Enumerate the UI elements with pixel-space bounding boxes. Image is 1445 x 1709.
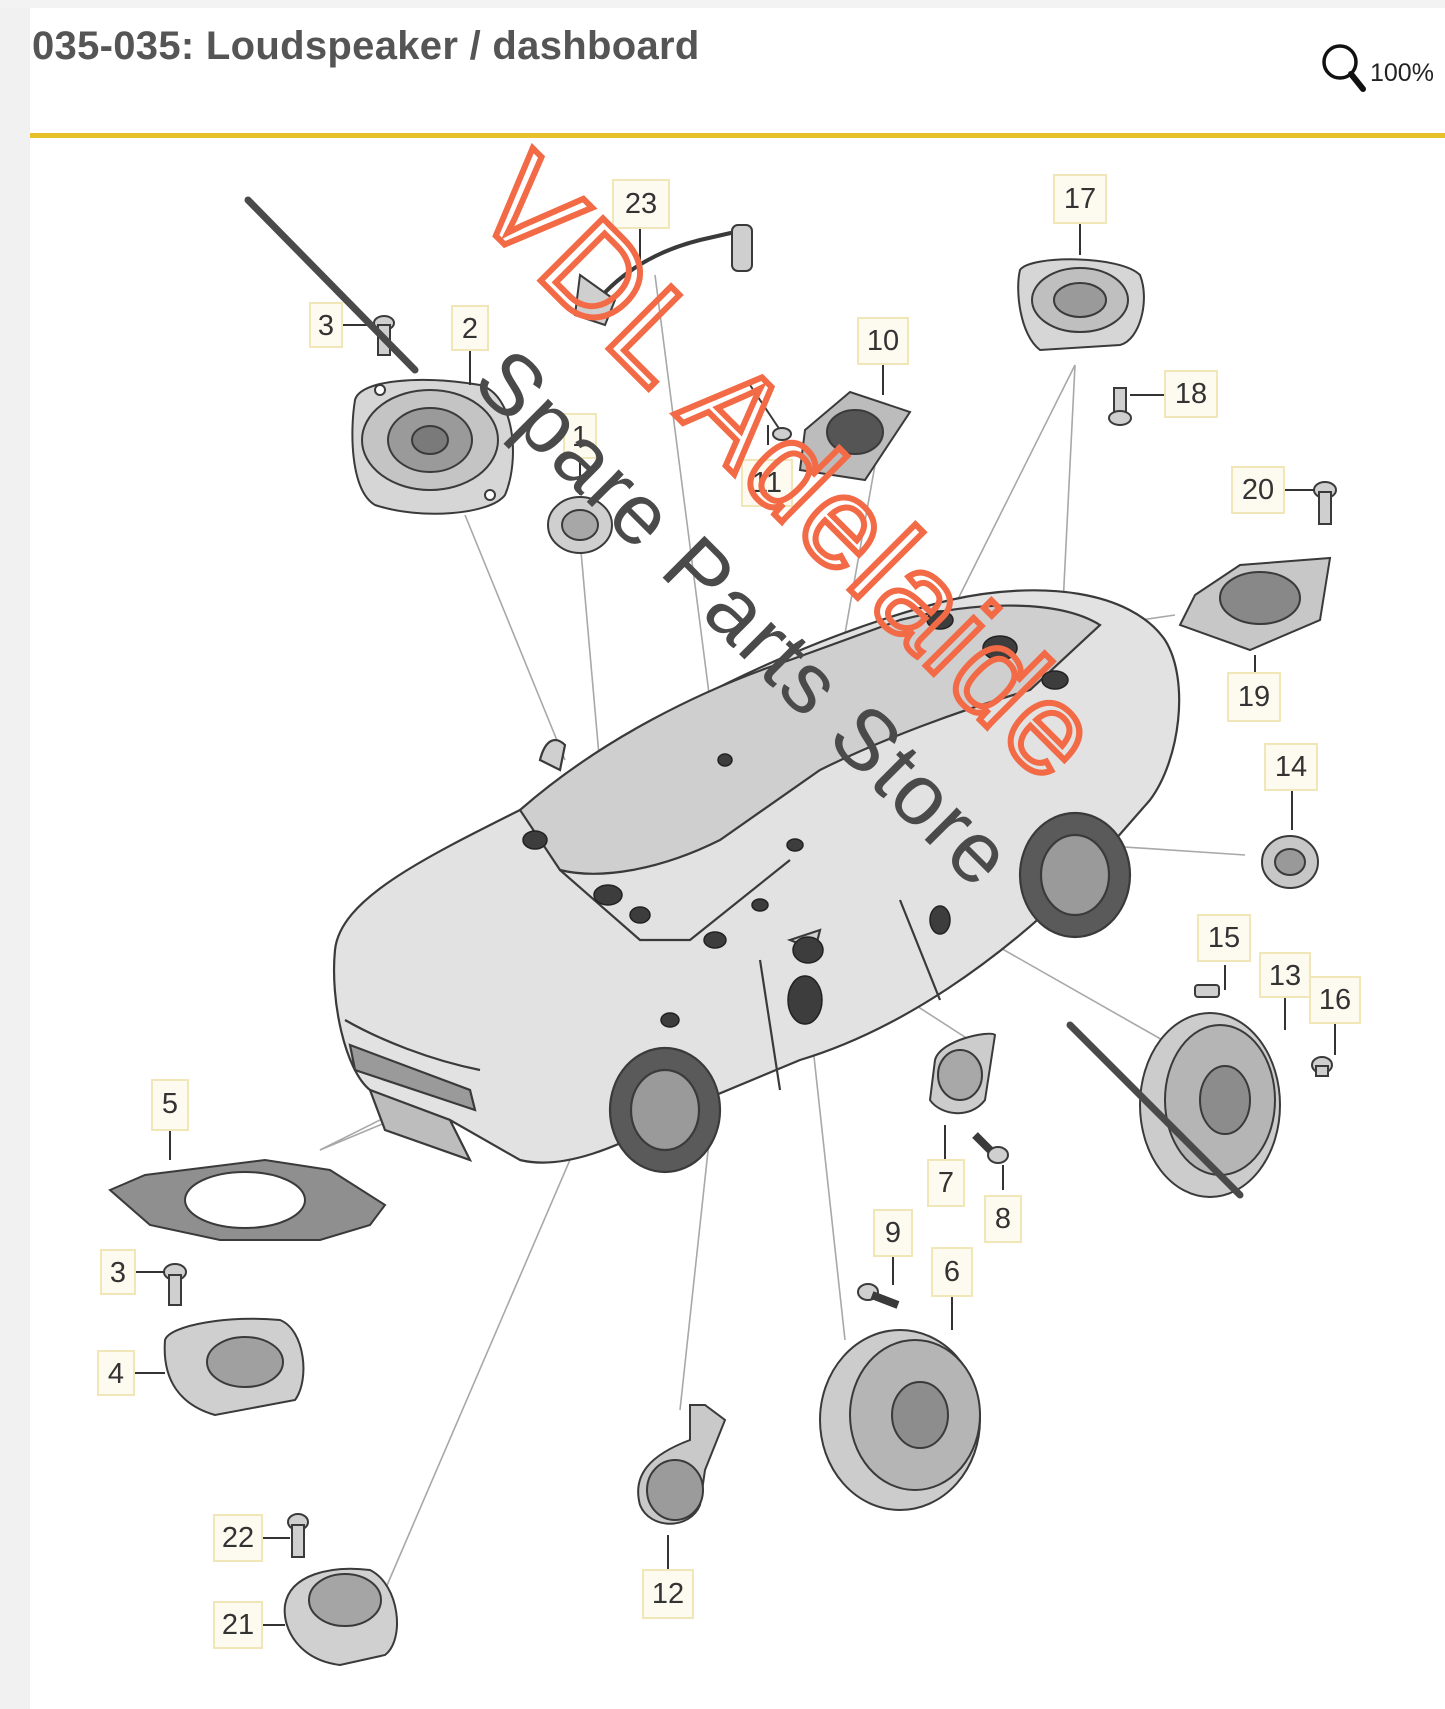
svg-text:5: 5 (162, 1088, 178, 1120)
speaker-part-14 (1261, 835, 1319, 889)
callout-15: 15 (1197, 914, 1251, 962)
bezel-part-5 (108, 1158, 387, 1241)
callout-22: 22 (213, 1514, 263, 1562)
svg-text:4: 4 (108, 1358, 124, 1390)
svg-text:21: 21 (222, 1609, 254, 1641)
svg-text:11: 11 (752, 467, 782, 499)
zoom-value: 100% (1370, 58, 1434, 87)
screw-part-8 (972, 1132, 1009, 1164)
top-band (0, 0, 1445, 8)
speaker-part-17 (1017, 258, 1145, 352)
svg-text:2: 2 (462, 313, 478, 345)
magnifier-icon[interactable] (1320, 42, 1368, 94)
svg-text:16: 16 (1319, 984, 1351, 1016)
screw-part-11 (749, 384, 792, 441)
cable-part-23 (573, 224, 753, 327)
car-illustration (332, 589, 1181, 1174)
svg-text:22: 22 (222, 1522, 254, 1554)
callout-20: 20 (1231, 466, 1285, 514)
callout-2: 2 (451, 305, 489, 351)
callout-18: 18 (1164, 370, 1218, 418)
svg-text:14: 14 (1275, 751, 1307, 783)
svg-text:3: 3 (110, 1257, 126, 1289)
callout-3-lower: 3 (100, 1249, 136, 1295)
callout-16: 16 (1309, 976, 1361, 1024)
callout-5: 5 (151, 1079, 189, 1131)
callout-10: 10 (857, 317, 909, 365)
callout-14: 14 (1264, 743, 1318, 791)
callout-8: 8 (984, 1195, 1022, 1243)
screw-part-18 (1108, 387, 1132, 426)
callout-1: 1 (563, 413, 597, 459)
svg-text:10: 10 (867, 325, 899, 357)
screw-part-9 (857, 1283, 900, 1309)
tweeter-part-1 (547, 496, 613, 554)
callout-13: 13 (1259, 952, 1311, 998)
callout-17: 17 (1053, 174, 1107, 224)
screw-part-20 (1313, 481, 1337, 525)
callout-7: 7 (927, 1159, 965, 1207)
page-title: 035-035: Loudspeaker / dashboard (32, 24, 700, 68)
callout-3-top: 3 (309, 302, 343, 348)
speaker-part-6 (819, 1329, 981, 1511)
svg-text:6: 6 (944, 1256, 960, 1288)
screw-part-15 (1194, 984, 1220, 998)
tweeter-part-7 (928, 1032, 997, 1115)
callout-19: 19 (1227, 672, 1281, 722)
svg-text:7: 7 (938, 1167, 954, 1199)
speaker-part-10 (798, 390, 912, 482)
speaker-part-19 (1178, 556, 1332, 652)
callout-12: 12 (642, 1569, 694, 1619)
callout-6: 6 (931, 1247, 973, 1297)
callout-21: 21 (213, 1601, 263, 1649)
svg-text:15: 15 (1208, 922, 1240, 954)
svg-text:19: 19 (1238, 681, 1270, 713)
screw-part-16 (1311, 1056, 1333, 1077)
callout-4: 4 (97, 1350, 135, 1396)
svg-text:1: 1 (572, 421, 588, 453)
speaker-holes (522, 610, 1069, 1028)
watermark-strikes (244, 196, 1244, 1199)
page-header: 035-035: Loudspeaker / dashboard 100% (30, 0, 1445, 135)
svg-text:3: 3 (318, 310, 334, 342)
left-gutter (0, 0, 30, 1709)
svg-text:9: 9 (885, 1217, 901, 1249)
svg-text:17: 17 (1064, 183, 1096, 215)
svg-text:18: 18 (1175, 378, 1207, 410)
callout-11: 11 (741, 459, 793, 507)
speaker-part-2 (351, 379, 514, 515)
screw-part-22 (287, 1513, 309, 1558)
svg-text:20: 20 (1242, 474, 1274, 506)
callout-9: 9 (873, 1209, 913, 1257)
callout-labels: 1 2 3 3 4 5 6 7 8 9 10 11 12 13 14 15 16… (97, 174, 1361, 1649)
svg-text:13: 13 (1269, 960, 1301, 992)
svg-text:8: 8 (995, 1203, 1011, 1235)
speaker-part-4 (163, 1317, 305, 1417)
accent-rule (30, 133, 1445, 138)
callout-connectors (135, 220, 1336, 1626)
svg-text:23: 23 (625, 188, 657, 220)
svg-text:12: 12 (652, 1578, 684, 1610)
bolt-part-3-lower (163, 1263, 187, 1306)
speaker-part-12 (637, 1404, 727, 1525)
speaker-part-13 (1139, 1012, 1281, 1198)
callout-23: 23 (612, 179, 670, 229)
speaker-part-21 (283, 1567, 398, 1667)
zoom-control[interactable]: 100% (1320, 38, 1445, 98)
